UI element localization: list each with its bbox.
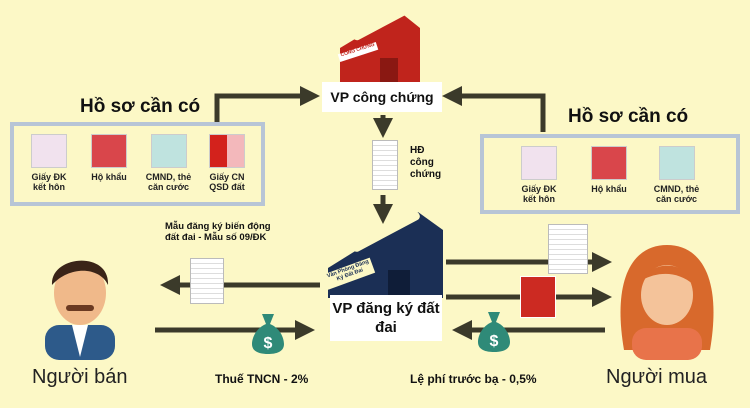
household-book-icon (591, 146, 627, 180)
land-office-building-icon (322, 211, 443, 298)
seller-docs-title: Hồ sơ cần có (80, 96, 201, 117)
form-label: Mẫu đăng ký biến động đất đai - Mẫu số 0… (165, 221, 271, 244)
doc-label: Giấy ĐK kết hôn (521, 184, 557, 205)
buyer-avatar-icon (620, 245, 714, 360)
doc-label: Giấy CN QSD đất (209, 172, 245, 193)
land-office-label: VP đăng ký đất đai (330, 295, 442, 341)
notary-building-icon (337, 8, 420, 84)
notary-label: VP công chứng (322, 82, 442, 112)
id-card-icon (658, 146, 695, 180)
money-bag-icon: $ (478, 312, 510, 352)
arrow-buyer-to-notary (442, 86, 546, 132)
land-cert-red-book-icon (520, 276, 556, 318)
doc-label: CMND, thẻ căn cước (653, 184, 700, 205)
land-doc-icon (548, 224, 588, 274)
seller-avatar-icon (45, 260, 115, 360)
household-book-icon (91, 134, 127, 168)
svg-text:$: $ (490, 333, 499, 350)
fee-label: Lệ phí trước bạ - 0,5% (410, 372, 537, 386)
svg-text:$: $ (264, 335, 273, 352)
money-bag-icon: $ (252, 314, 284, 354)
buyer-docs-box: Giấy ĐK kết hôn Hộ khẩu CMND, thẻ căn cư… (480, 134, 740, 214)
id-card-icon (150, 134, 187, 168)
form-09-document-icon (190, 258, 224, 304)
doc-label: CMND, thẻ căn cước (145, 172, 192, 193)
arrow-seller-to-notary (214, 86, 320, 122)
doc-label: Hộ khẩu (91, 172, 127, 182)
contract-document-icon (372, 140, 398, 190)
contract-label: HĐ công chứng (410, 145, 442, 180)
marriage-cert-icon (31, 134, 67, 168)
doc-label: Hộ khẩu (591, 184, 627, 194)
buyer-label: Người mua (606, 366, 707, 388)
marriage-cert-icon (521, 146, 557, 180)
buyer-docs-title: Hồ sơ cần có (568, 106, 689, 127)
doc-label: Giấy ĐK kết hôn (31, 172, 67, 193)
land-cert-icon (209, 134, 245, 168)
tax-label: Thuế TNCN - 2% (215, 372, 309, 386)
seller-label: Người bán (32, 366, 128, 388)
seller-docs-box: Giấy ĐK kết hôn Hộ khẩu CMND, thẻ căn cư… (10, 122, 265, 206)
